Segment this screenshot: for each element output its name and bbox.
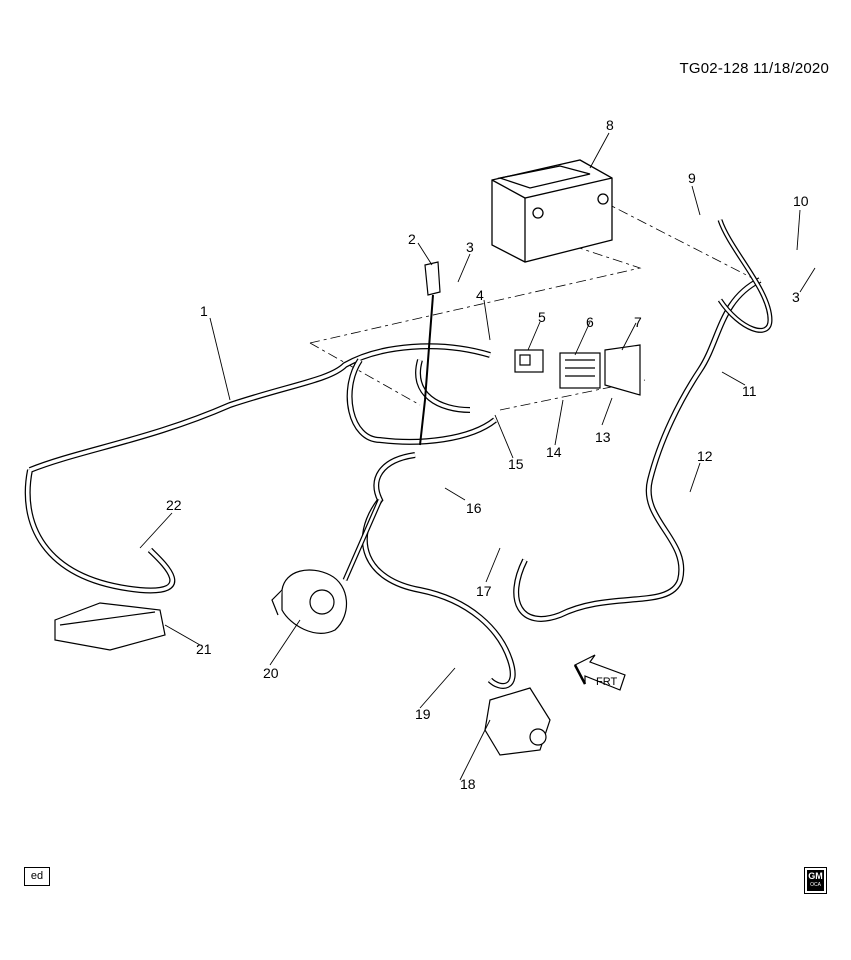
front-label: FRT	[596, 676, 617, 688]
front-arrow-icon	[573, 654, 626, 691]
document-id: TG02-128 11/18/2020	[679, 60, 829, 77]
callout-21: 21	[196, 641, 212, 657]
callout-9: 9	[688, 170, 696, 186]
callout-18: 18	[460, 776, 476, 792]
callout-19: 19	[415, 706, 431, 722]
dash-line-fuse	[499, 379, 646, 411]
callout-22: 22	[166, 497, 182, 513]
bracket-2	[424, 261, 441, 296]
callout-20: 20	[263, 665, 279, 681]
callout-3a: 3	[466, 239, 474, 255]
gm-logo-sub: OCA	[810, 882, 821, 888]
callout-16: 16	[466, 500, 482, 516]
callout-12: 12	[697, 448, 713, 464]
callout-2: 2	[408, 231, 416, 247]
callout-10: 10	[793, 193, 809, 209]
battery-8	[491, 159, 613, 263]
gm-logo-text: GM	[808, 871, 823, 881]
callout-17: 17	[476, 583, 492, 599]
starter-18	[484, 687, 551, 756]
callout-7: 7	[634, 314, 642, 330]
junction-block-21	[54, 602, 166, 651]
callout-1: 1	[200, 303, 208, 319]
callout-6: 6	[586, 314, 594, 330]
callout-4: 4	[476, 287, 484, 303]
callout-5: 5	[538, 309, 546, 325]
callout-8: 8	[606, 117, 614, 133]
relay-5	[514, 349, 544, 373]
ed-tag: ed	[24, 867, 50, 886]
callout-15: 15	[508, 456, 524, 472]
callout-14: 14	[546, 444, 562, 460]
callout-11: 11	[742, 383, 757, 399]
alternator-20	[271, 569, 348, 634]
dash-line-lower	[309, 342, 421, 406]
bracket-7	[604, 344, 641, 396]
callout-3b: 3	[792, 289, 800, 305]
callout-labels: 1 2 3 3 4 5 6 7 8 9 10 11 12 13 14 15 16…	[166, 117, 809, 792]
callout-13: 13	[595, 429, 611, 445]
dash-line-right	[599, 199, 761, 283]
fuse-block-6	[559, 352, 601, 389]
